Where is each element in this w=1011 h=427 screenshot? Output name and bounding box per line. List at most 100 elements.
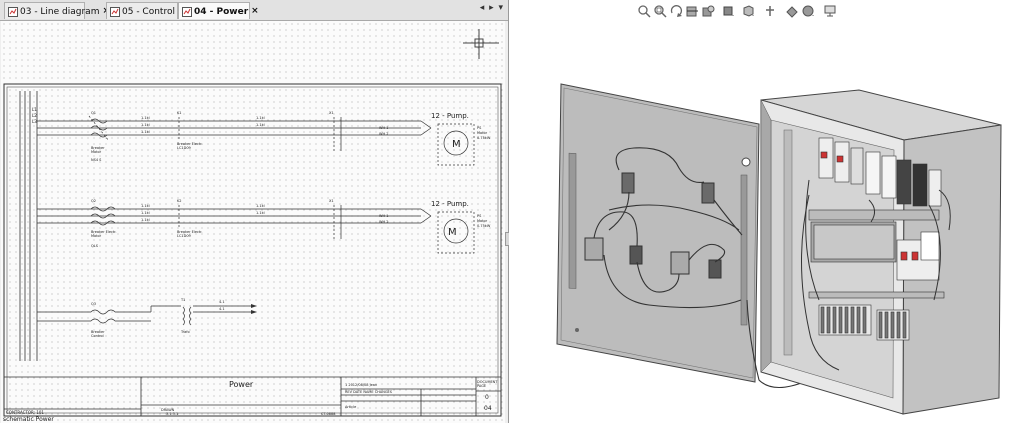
tab-label: 05 - Control [122, 7, 175, 17]
circuit-row-2 [37, 205, 475, 254]
title-block-title: Power [229, 380, 254, 389]
title-block-page-zero: 0 [485, 394, 489, 401]
svg-text:Control: Control [91, 334, 104, 338]
svg-text:QLS: QLS [91, 244, 99, 248]
svg-text:Motor: Motor [477, 131, 488, 135]
scene-icon[interactable] [785, 4, 799, 18]
svg-text:Q1: Q1 [91, 111, 96, 115]
document-tab-bar: 03 - Line diagram× 05 - Control× 04 - Po… [0, 0, 508, 21]
svg-text:WH 2: WH 2 [379, 132, 388, 136]
cabinet-door [556, 83, 810, 389]
svg-text:-: - [812, 12, 814, 18]
cabinet-wiring [801, 179, 951, 371]
svg-text:-: - [732, 12, 734, 18]
svg-text:K2: K2 [177, 199, 182, 203]
svg-text:WH 1: WH 1 [379, 126, 388, 130]
svg-text:X1: X1 [329, 111, 334, 115]
tab-line-diagram[interactable]: 03 - Line diagram× [4, 2, 110, 19]
svg-text:X1: X1 [329, 199, 334, 203]
svg-text:1.1kl: 1.1kl [141, 130, 150, 134]
svg-text:1.1kl: 1.1kl [141, 211, 150, 215]
title-block-page-number: 04 [484, 405, 492, 412]
svg-text:T1: T1 [180, 298, 185, 302]
transformer-circuit [37, 305, 251, 326]
motor2-symbol: M [448, 227, 457, 238]
electrical-cabinet-3d-model [556, 83, 1002, 415]
tab-control[interactable]: 05 - Control× [106, 2, 186, 19]
svg-text:WH 1: WH 1 [379, 214, 388, 218]
rotate-view-icon[interactable] [669, 4, 683, 18]
svg-text:Motor: Motor [91, 234, 102, 238]
svg-text:L1: L1 [32, 107, 37, 112]
svg-text:0.75kW: 0.75kW [477, 136, 491, 140]
diagram-page-icon [182, 6, 192, 17]
crosshair-cursor-icon [463, 29, 499, 59]
motor2-label: 12 - Pump. [431, 200, 469, 208]
svg-text:LC1D09: LC1D09 [177, 146, 191, 150]
svg-text:1.1kl: 1.1kl [141, 116, 150, 120]
render-icon[interactable]: - [801, 4, 815, 18]
3d-view-panel[interactable]: - - - [509, 0, 1011, 423]
svg-text:Breaker: Breaker [91, 146, 105, 150]
svg-text:4.1: 4.1 [219, 300, 225, 304]
svg-text:1.1kl: 1.1kl [256, 211, 265, 215]
diagram-page-icon [110, 6, 120, 17]
svg-text:Breaker Electr.: Breaker Electr. [177, 142, 203, 146]
schematic-panel: 03 - Line diagram× 05 - Control× 04 - Po… [0, 0, 509, 423]
tab-label: 03 - Line diagram [20, 7, 100, 17]
svg-text:K1: K1 [177, 111, 182, 115]
svg-text:DOCUMENT: DOCUMENT [477, 380, 498, 384]
svg-text:1.1kl: 1.1kl [256, 123, 265, 127]
motor1-label: 12 - Pump. [431, 112, 469, 120]
svg-text:Breaker Electr.: Breaker Electr. [91, 230, 117, 234]
svg-text:L3: L3 [32, 119, 37, 124]
svg-text:REV DATE NAME CHANGES: REV DATE NAME CHANGES [345, 390, 393, 394]
tab-label: 04 - Power [194, 7, 249, 17]
svg-text:Breaker: Breaker [91, 330, 105, 334]
monitor-icon[interactable] [823, 4, 837, 18]
svg-text:1.1kl: 1.1kl [256, 204, 265, 208]
svg-text:0.75kW: 0.75kW [477, 224, 491, 228]
zoom-area-icon[interactable] [653, 4, 667, 18]
section-view-icon[interactable] [685, 4, 699, 18]
svg-text:Motor: Motor [91, 150, 102, 154]
svg-text:1.1kl: 1.1kl [141, 123, 150, 127]
svg-text:L2: L2 [32, 113, 37, 118]
svg-text:PS: PS [477, 126, 482, 130]
svg-text:DRAWN: DRAWN [161, 408, 175, 412]
svg-text:PS: PS [477, 214, 482, 218]
contractor-label: CONTRACTOR: 101 [6, 410, 44, 415]
svg-text:Q3: Q3 [91, 302, 96, 306]
svg-text:1.1kl: 1.1kl [141, 218, 150, 222]
tab-scroll-controls[interactable]: ◂ ▸ ▾ [479, 3, 504, 13]
svg-text:Motor: Motor [477, 219, 488, 223]
svg-text:CT-0888: CT-0888 [321, 412, 335, 416]
svg-text:1.1kl: 1.1kl [256, 116, 265, 120]
svg-text:PAGE: PAGE [477, 384, 486, 388]
svg-text:LC1D09: LC1D09 [177, 234, 191, 238]
lighting-icon[interactable] [763, 4, 777, 18]
svg-text:4.1: 4.1 [219, 307, 225, 311]
tab-power[interactable]: 04 - Power× [178, 2, 259, 19]
svg-text:Q2: Q2 [91, 199, 96, 203]
hide-show-icon[interactable] [701, 4, 715, 18]
view-orientation-icon[interactable]: - [741, 4, 755, 18]
svg-text:Trafo: Trafo [180, 330, 190, 334]
svg-text:1 2012/08/08 Jean: 1 2012/08/08 Jean [345, 383, 377, 387]
svg-text:Article: Article [345, 405, 356, 409]
zoom-icon[interactable] [637, 4, 651, 18]
svg-text:WH 2: WH 2 [379, 220, 388, 224]
motor1-symbol: M [452, 139, 461, 150]
svg-text:NS4 S: NS4 S [91, 158, 102, 162]
title-block [4, 376, 501, 416]
svg-text:Breaker Electr.: Breaker Electr. [177, 230, 203, 234]
supply-rails [19, 91, 38, 361]
diagram-page-icon [8, 6, 18, 17]
svg-text:-: - [752, 12, 754, 18]
display-style-icon[interactable]: - [721, 4, 735, 18]
cabinet-components [808, 137, 945, 341]
close-icon[interactable]: × [251, 6, 259, 16]
drawing-frame [3, 83, 502, 417]
